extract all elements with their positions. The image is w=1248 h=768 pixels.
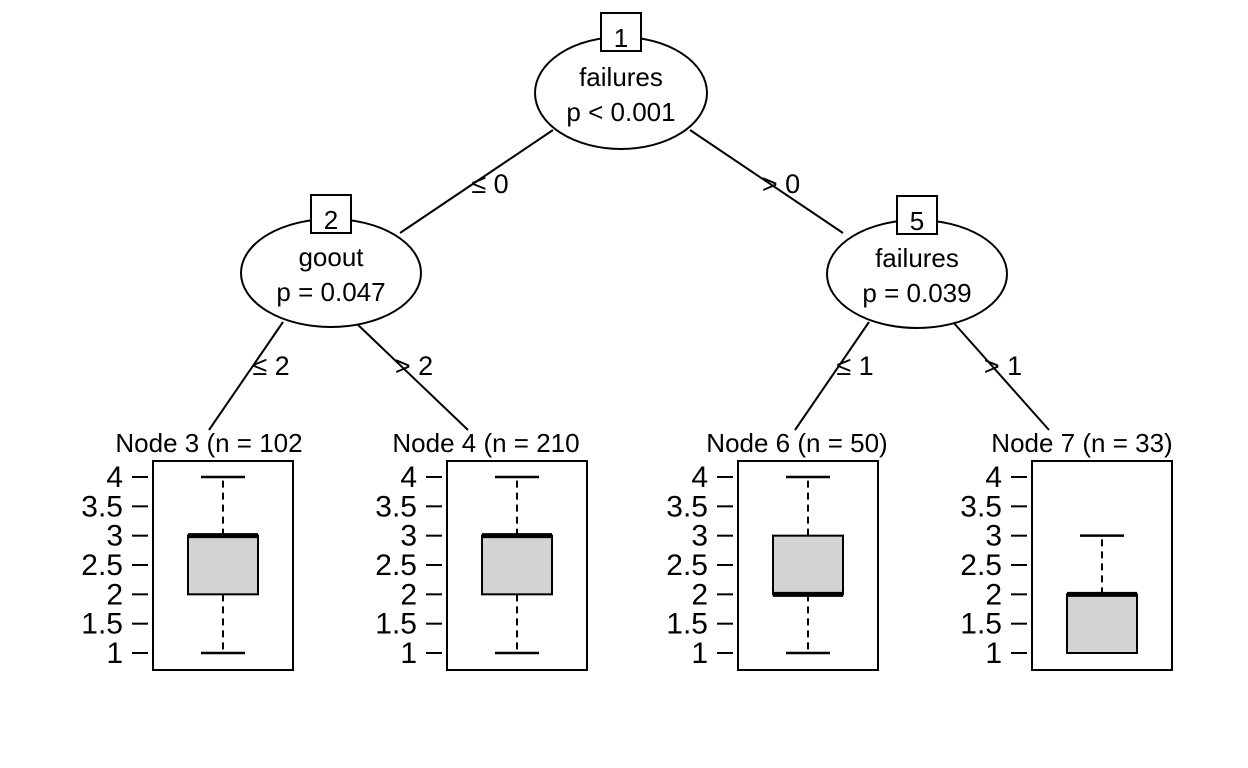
node-ellipse (534, 36, 708, 150)
axis-tick-label: 2 (985, 578, 1002, 611)
axis-tick-label: 4 (985, 461, 1002, 494)
axis-tick-label: 3.5 (960, 490, 1002, 523)
axis-tick-label: 2.5 (375, 549, 417, 582)
terminal-node-title: Node 7 (n = 33) (991, 428, 1172, 458)
axis-tick-label: 1.5 (81, 608, 123, 641)
tree-edge-0: ≤ 0 (399, 129, 554, 234)
node-pvalue-label: p = 0.039 (862, 278, 971, 308)
axis-tick-label: 2.5 (666, 549, 708, 582)
iqr-box (772, 534, 844, 596)
edge-line (689, 129, 844, 234)
node-id-label: 1 (614, 23, 628, 53)
terminal-node-title: Node 4 (n = 210 (392, 428, 579, 458)
axis-tick-label: 3 (106, 520, 123, 553)
axis-tick-label: 3 (985, 520, 1002, 553)
axis-tick-label: 3.5 (81, 490, 123, 523)
terminal-node-3: Node 7 (n = 33) 11.522.533.54 (960, 428, 1173, 671)
axis-tick-label: 4 (400, 461, 417, 494)
axis-tick-label: 3 (691, 520, 708, 553)
axis-tick-label: 1 (106, 637, 123, 670)
inner-node-1: 1 failures p < 0.001 (534, 12, 708, 150)
node-id-label: 5 (910, 206, 924, 236)
node-id-box (896, 195, 938, 235)
terminal-node-2: Node 6 (n = 50) 11.522.533.54 (666, 428, 888, 671)
axis-tick-label: 3 (400, 520, 417, 553)
axis-tick-label: 2 (106, 578, 123, 611)
node-id-box (600, 12, 642, 52)
edge-split-label: > 0 (762, 169, 800, 199)
node-pvalue-label: p < 0.001 (566, 97, 675, 127)
axis-tick-label: 2 (400, 578, 417, 611)
edge-line (354, 321, 469, 431)
iqr-box (187, 534, 259, 596)
iqr-box (481, 534, 553, 596)
edge-split-label: ≤ 0 (471, 169, 508, 199)
tree-edge-1: > 0 (689, 129, 844, 234)
axis-tick-label: 1 (400, 637, 417, 670)
boxplot-panel (1031, 460, 1173, 671)
edge-line (208, 321, 284, 431)
edge-split-label: > 2 (395, 351, 433, 381)
axis-tick-label: 2.5 (81, 549, 123, 582)
axis-tick-label: 4 (106, 461, 123, 494)
axis-tick-label: 1.5 (960, 608, 1002, 641)
axis-tick-label: 3.5 (666, 490, 708, 523)
node-ellipse (240, 218, 422, 328)
edge-line (794, 321, 870, 431)
iqr-box (1066, 593, 1138, 654)
node-id-label: 2 (324, 205, 338, 235)
axis-tick-label: 1 (985, 637, 1002, 670)
axis-tick-label: 3.5 (375, 490, 417, 523)
edge-split-label: ≤ 1 (836, 351, 873, 381)
tree-edge-2: ≤ 2 (208, 321, 290, 431)
node-variable-label: goout (298, 242, 364, 272)
axis-tick-label: 1.5 (375, 608, 417, 641)
terminal-node-title: Node 6 (n = 50) (706, 428, 887, 458)
edge-split-label: > 1 (984, 351, 1022, 381)
terminal-node-0: Node 3 (n = 102 11.522.533.54 (81, 428, 303, 671)
node-id-box (310, 194, 352, 234)
tree-edge-5: > 1 (952, 321, 1050, 431)
axis-tick-label: 1.5 (666, 608, 708, 641)
tree-edge-3: > 2 (354, 321, 469, 431)
node-variable-label: failures (875, 243, 959, 273)
edge-line (399, 129, 554, 234)
node-variable-label: failures (579, 62, 663, 92)
axis-tick-label: 1 (691, 637, 708, 670)
node-ellipse (826, 219, 1008, 329)
tree-edge-4: ≤ 1 (794, 321, 874, 431)
axis-tick-label: 4 (691, 461, 708, 494)
terminal-node-1: Node 4 (n = 210 11.522.533.54 (375, 428, 588, 671)
axis-tick-label: 2 (691, 578, 708, 611)
edge-split-label: ≤ 2 (252, 351, 289, 381)
axis-tick-label: 2.5 (960, 549, 1002, 582)
node-pvalue-label: p = 0.047 (276, 277, 385, 307)
inner-node-2: 2 goout p = 0.047 (240, 194, 422, 328)
inner-node-5: 5 failures p = 0.039 (826, 195, 1008, 329)
terminal-node-title: Node 3 (n = 102 (115, 428, 302, 458)
edge-line (952, 321, 1050, 431)
